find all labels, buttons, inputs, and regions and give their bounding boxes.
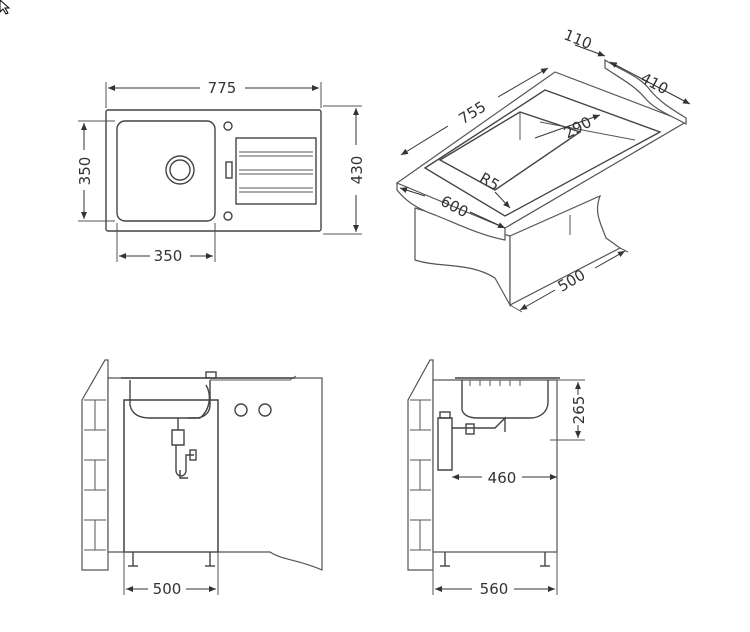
front-cabinet-label: 500	[153, 580, 182, 598]
side-drain-label: 460	[488, 469, 517, 487]
top-view: 775 350 430 350	[76, 79, 366, 265]
side-view: 265 460 560	[407, 359, 588, 598]
mouse-cursor-icon	[0, 0, 11, 15]
top-height-right-label: 430	[348, 156, 366, 185]
side-bowl-depth-label: 265	[570, 396, 588, 425]
iso-depth-top-label: 110	[561, 26, 594, 53]
side-cabinet-label: 560	[480, 580, 509, 598]
front-view: 500	[81, 359, 323, 598]
top-height-left-label: 350	[76, 157, 94, 186]
top-bowl-width-label: 350	[154, 247, 183, 265]
iso-view: 110 410 755 290 R5 600 500	[395, 26, 691, 313]
top-width-label: 775	[208, 79, 237, 97]
